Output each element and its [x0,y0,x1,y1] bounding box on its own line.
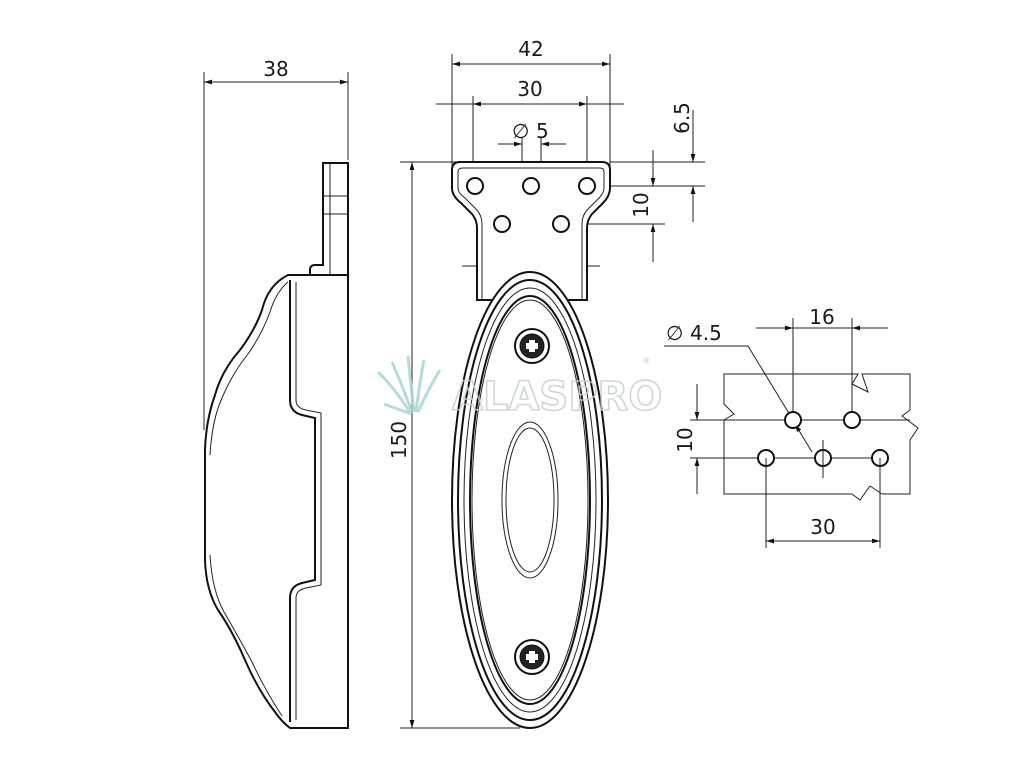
lamp-lens [469,295,591,705]
side-width-label: 38 [263,57,288,81]
mount-hole-top-right [578,177,596,195]
hole-diameter-label: 5 [536,119,549,143]
lamp-housing [451,271,609,729]
screw-top [514,328,550,364]
pattern-diameter-symbol: ∅ [666,321,683,345]
mount-hole-lower-left [493,215,511,233]
pattern-hole-top-left [784,411,802,429]
hole-offset-top-label: 6.5 [670,102,694,134]
hole-diameter-symbol: ∅ [512,119,529,143]
hole-pattern-detail: 16 ∅ 4.5 10 30 [664,305,919,548]
plate-width-label: 42 [518,37,543,61]
pattern-diameter-label: 4.5 [690,321,722,345]
mount-hole-lower-right [552,215,570,233]
watermark-registered: ® [642,357,651,367]
inner-reflector [501,421,559,579]
mount-hole-top-center [522,177,540,195]
watermark-text: ALASPRO [452,374,662,420]
mount-hole-top-left [466,177,484,195]
hole-span-top-label: 30 [517,77,542,101]
pattern-span-top-label: 16 [809,305,834,329]
front-view: 42 30 ∅ 5 150 6.5 10 16 [387,37,705,729]
watermark: ALASPRO ® [376,355,663,421]
total-height-label: 150 [387,421,411,459]
bracket-plate [451,161,611,301]
pattern-span-bottom-label: 30 [810,515,835,539]
pattern-hole-top-right [843,411,861,429]
side-view: 38 [203,57,349,729]
screw-bottom [514,639,550,675]
watermark-logo-icon [376,355,442,416]
pattern-template-outline [723,373,919,501]
pattern-row-spacing-label: 10 [673,427,697,452]
hole-row-spacing-label: 10 [629,192,653,217]
lamp-body-profile [204,274,349,729]
